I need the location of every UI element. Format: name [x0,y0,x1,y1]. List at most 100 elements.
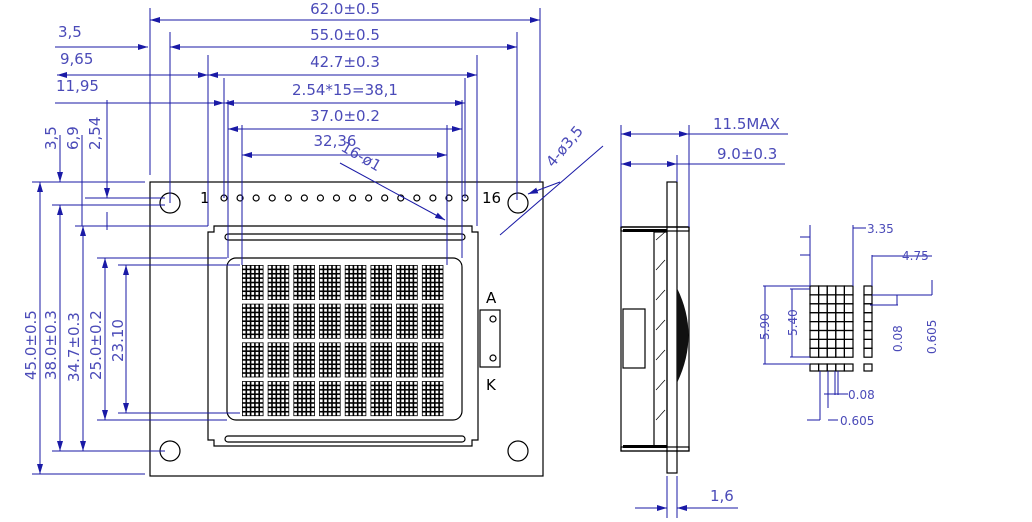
character-cell [242,303,264,339]
gap-h-label: 0.08 [848,388,875,402]
pin-hole [445,194,453,202]
pin-hole [300,194,308,202]
enlarged-dot [809,312,820,323]
v-bezel-offset-label: 6,9 [64,126,82,150]
character-cell [293,381,315,417]
overall-height-label: 45.0±0.5 [22,310,40,380]
character-cell [396,381,418,417]
metal-bezel [207,225,479,447]
enlarged-dot [809,303,820,314]
character-cell [267,303,290,339]
enlarged-dot [826,363,837,372]
enlarged-dot [843,329,854,340]
pin-hole [413,194,421,202]
pin-first-label: 1 [200,189,210,207]
enlarged-dot [835,363,845,372]
cathode-label: K [486,376,497,394]
enlarged-dot [817,338,828,349]
enlarged-dot [863,285,873,296]
character-cell [421,303,444,339]
pin1-offset-label: 11,95 [56,77,99,95]
mount-hole [507,192,529,214]
character-cell [396,303,418,339]
pin-last-label: 16 [482,189,501,207]
enlarged-dot [817,285,828,296]
active-height-label: 23.10 [109,319,127,362]
enlarged-dot [835,312,845,323]
character-cell [293,303,315,339]
enlarged-dot [843,338,854,349]
character-cell [319,303,341,339]
enlarged-dot [809,329,820,340]
enlarged-dot [843,294,854,305]
top-dimensions: 62.0±0.5 55.0±0.5 42.7±0.3 2.54*15=38,1 … [55,0,604,265]
enlarged-dot [835,329,845,340]
enlarged-dot [863,294,873,305]
view-width-label: 37.0±0.2 [310,107,380,125]
bezel-slot [224,435,466,443]
mount-hole [507,440,529,462]
bezel-slot [224,233,466,241]
enlarged-dot [843,347,854,358]
active-width-label: 32,36 [314,132,357,150]
character-cell [370,303,392,339]
character-cell [319,381,341,417]
character-cell [293,265,315,300]
pin-hole [365,194,373,202]
enlarged-dot [826,294,837,305]
enlarged-dot [835,321,845,332]
enlarged-dot [826,321,837,332]
enlarged-dot [826,347,837,358]
character-cell [344,303,367,339]
character-cell [396,342,418,378]
enlarged-dot [817,347,828,358]
enlarged-dot [843,303,854,314]
character-cell [370,381,392,417]
enlarged-dot [826,285,837,296]
character-cell [267,381,290,417]
anode-pad [489,315,497,323]
enlarged-dot [826,329,837,340]
v-pin-offset-label: 2,54 [86,117,104,150]
character-cell [344,265,367,300]
pitch-label: 4.75 [902,249,929,263]
enlarged-dot [817,321,828,332]
enlarged-dot [843,312,854,323]
pin-hole [284,194,292,202]
char-width-label: 3.35 [867,222,894,236]
pin-hole [429,194,437,202]
pin-hole [332,194,341,202]
hole-offset-label: 3,5 [58,23,82,41]
character-cell [396,265,418,300]
character-cell [344,381,367,417]
enlarged-dot [817,294,828,305]
enlarged-dot [863,347,873,358]
pin-span-label: 2.54*15=38,1 [292,81,398,99]
pin-holes-callout: 16-ø1 [338,138,384,175]
enlarged-dot [843,363,854,372]
enlarged-dot [826,303,837,314]
enlarged-dot [863,363,873,372]
pcb-profile [666,181,678,474]
mount-holes-callout: 4-ø3,5 [542,122,587,170]
character-cell [421,265,444,300]
pin-holes [220,194,469,202]
front-view: 1 16 A K [149,181,544,477]
pin-hole [316,194,325,202]
thickness-label: 9.0±0.3 [717,145,777,163]
character-cell [319,342,341,378]
pin-hole [381,194,389,202]
viewing-area [226,257,463,421]
dot-rows-height-label: 5.40 [786,309,800,336]
enlarged-dot [809,338,820,349]
character-cell [421,381,444,417]
character-cell [421,342,444,378]
left-dimensions: 3,5 6,9 2,54 45.0±0.5 38.0±0.3 34.7±0.3 … [22,100,240,475]
character-cell [370,342,392,378]
dot-pitch-v-label: 0.605 [925,320,939,354]
backlight-tab [479,309,501,368]
anode-label: A [486,289,497,307]
gap-v-label: 0.08 [891,325,905,352]
side-view: 11.5MAX 9.0±0.3 1,6 [620,115,788,518]
